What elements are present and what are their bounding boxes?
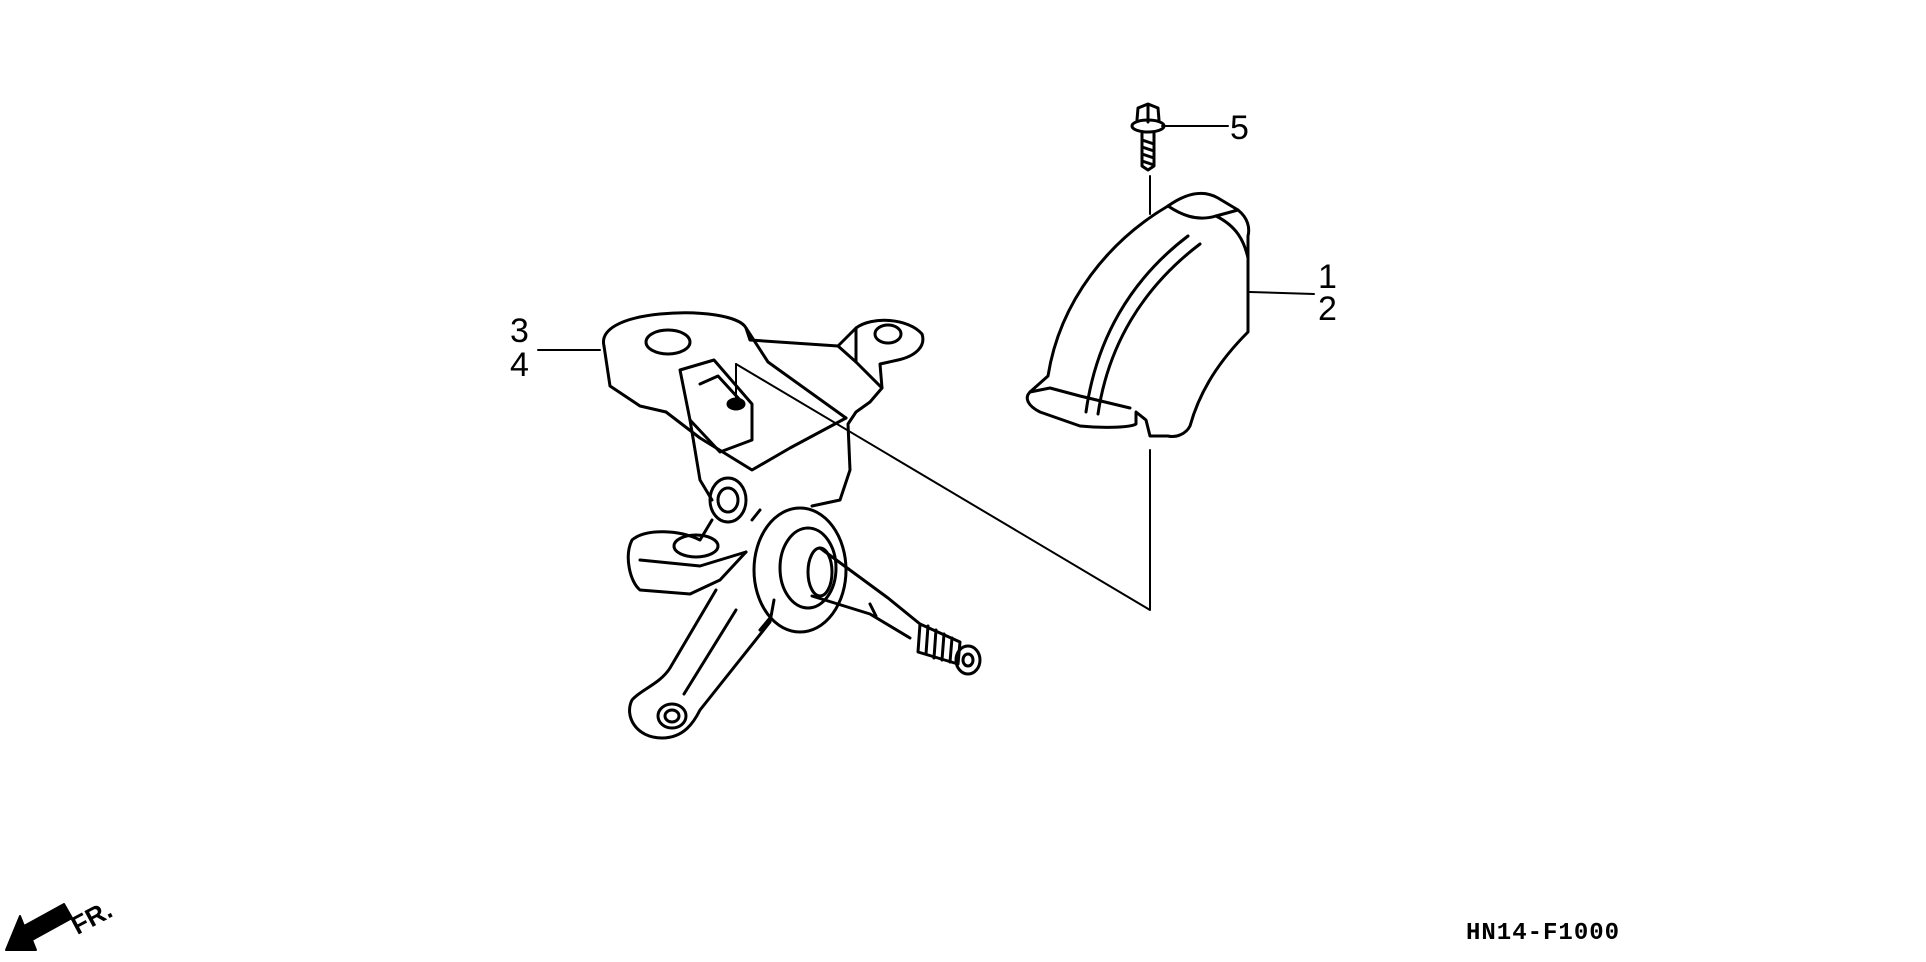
mounting-axis-line xyxy=(735,363,1151,611)
flange-bolt xyxy=(1130,102,1166,172)
callout-1: 1 xyxy=(1318,258,1337,296)
leader-line-1-2 xyxy=(1249,291,1315,295)
callout-2: 2 xyxy=(1318,290,1337,328)
knuckle-guard xyxy=(1025,191,1251,438)
callout-4: 4 xyxy=(510,346,529,384)
steering-knuckle xyxy=(602,311,982,740)
diagram-code: HN14-F1000 xyxy=(1466,920,1621,947)
callout-5: 5 xyxy=(1230,109,1249,147)
front-direction-arrow-icon xyxy=(5,903,73,951)
callout-3: 3 xyxy=(510,312,529,350)
